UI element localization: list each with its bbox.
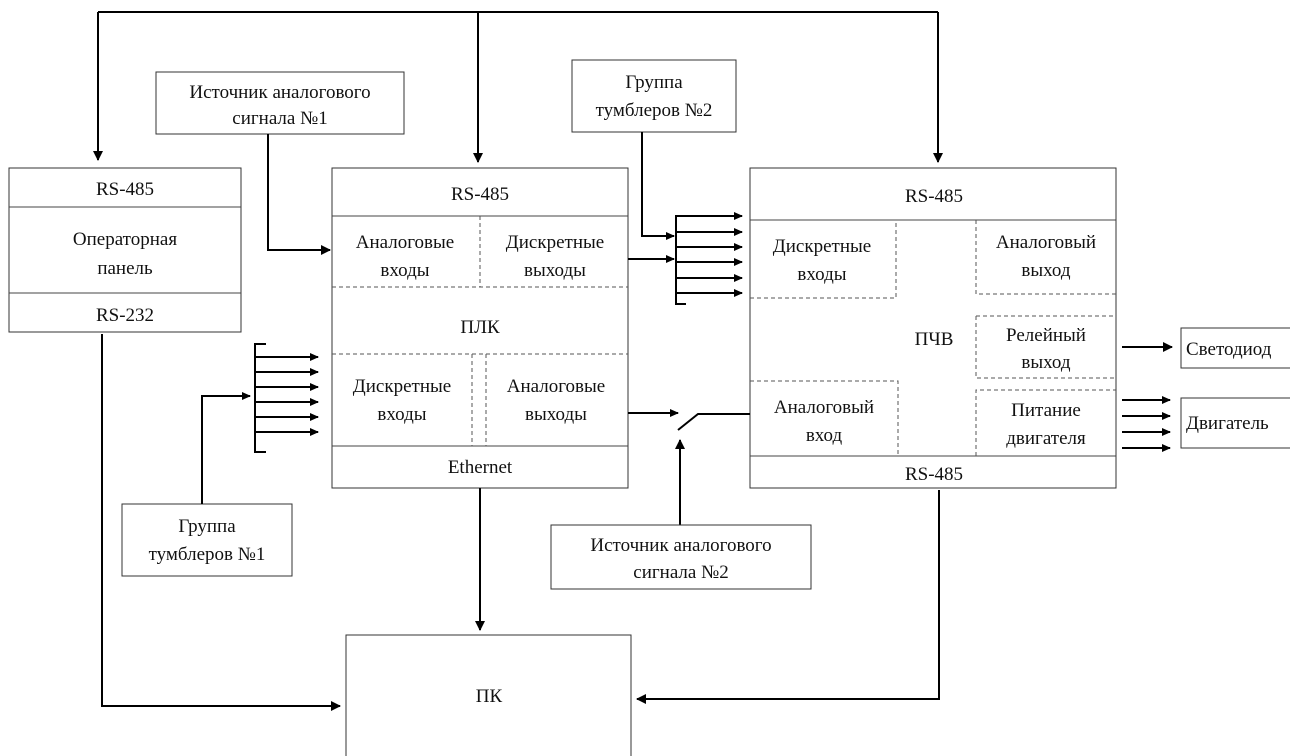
- analog-source-1-line2: сигнала №1: [232, 108, 327, 129]
- vfd-rs485-top-label: RS-485: [905, 186, 963, 207]
- motor-label: Двигатель: [1186, 413, 1269, 434]
- connector-vfd-to-motor: [1122, 396, 1171, 452]
- plc-analog-outputs-line2: выходы: [525, 404, 587, 425]
- plc-discrete-inputs-line1: Дискретные: [353, 376, 451, 397]
- vfd-name: ПЧВ: [915, 329, 954, 350]
- plc: RS-485 Аналоговые входы Дискретные выход…: [331, 167, 629, 489]
- vfd-analog-output-line2: выход: [1021, 260, 1070, 281]
- switch-group-2: Группа тумблеров №2: [571, 59, 737, 133]
- plc-analog-inputs-line1: Аналоговые: [356, 232, 454, 253]
- led-label: Светодиод: [1186, 339, 1272, 360]
- operator-panel-rs232-label: RS-232: [96, 305, 154, 326]
- switch-group-1: Группа тумблеров №1: [121, 503, 293, 577]
- vfd-rs485-bottom-label: RS-485: [905, 464, 963, 485]
- vfd-discrete-inputs-line1: Дискретные: [773, 236, 871, 257]
- connector-vfd-rs485-to-pc: [636, 490, 940, 704]
- analog-source-2-line1: Источник аналогового: [590, 535, 771, 556]
- vfd-relay-output-line1: Релейный: [1006, 325, 1086, 346]
- pc-box: ПК: [345, 634, 632, 756]
- plc-analog-inputs-line2: входы: [380, 260, 429, 281]
- led-box: Светодиод: [1180, 327, 1290, 369]
- vfd-analog-input-line1: Аналоговый: [774, 397, 874, 418]
- plc-discrete-outputs-line1: Дискретные: [506, 232, 604, 253]
- vfd-relay-output-line2: выход: [1021, 352, 1070, 373]
- switch-group-2-line1: Группа: [625, 72, 683, 93]
- connector-rs232-to-pc: [101, 334, 341, 711]
- rs485-bus: [93, 11, 943, 163]
- plc-discrete-outputs-line2: выходы: [524, 260, 586, 281]
- plc-discrete-inputs-line2: входы: [377, 404, 426, 425]
- switch-group-2-connectors: [628, 132, 743, 305]
- switch-group-1-line2: тумблеров №1: [149, 544, 266, 565]
- plc-name: ПЛК: [460, 317, 500, 338]
- plc-ethernet-label: Ethernet: [448, 457, 513, 478]
- connector-source1-to-plc: [267, 134, 331, 255]
- plc-analog-outputs-line1: Аналоговые: [507, 376, 605, 397]
- switch-group-2-line2: тумблеров №2: [596, 100, 713, 121]
- operator-panel-rs485-label: RS-485: [96, 179, 154, 200]
- vfd-motor-power-line1: Питание: [1011, 400, 1081, 421]
- analog-source-2-line2: сигнала №2: [633, 562, 728, 583]
- analog-source-2: Источник аналогового сигнала №2: [550, 524, 812, 590]
- switch-group-1-line1: Группа: [178, 516, 236, 537]
- vfd: RS-485 Дискретные входы Аналоговый выход…: [749, 167, 1117, 489]
- analog-source-1: Источник аналогового сигнала №1: [155, 71, 405, 135]
- switch-group-1-connectors: [201, 343, 319, 504]
- pc-label: ПК: [476, 686, 503, 707]
- plc-rs485-label: RS-485: [451, 184, 509, 205]
- analog-source-1-line1: Источник аналогового: [189, 82, 370, 103]
- vfd-discrete-inputs-line2: входы: [797, 264, 846, 285]
- vfd-analog-output-line1: Аналоговый: [996, 232, 1096, 253]
- operator-panel-name-line1: Операторная: [73, 229, 177, 250]
- analog-switch-connectors: [628, 409, 750, 525]
- operator-panel: RS-485 Операторная панель RS-232: [8, 167, 242, 333]
- vfd-analog-input-line2: вход: [806, 425, 843, 446]
- operator-panel-name-line2: панель: [97, 258, 153, 279]
- motor-box: Двигатель: [1180, 397, 1290, 449]
- vfd-motor-power-line2: двигателя: [1006, 428, 1086, 449]
